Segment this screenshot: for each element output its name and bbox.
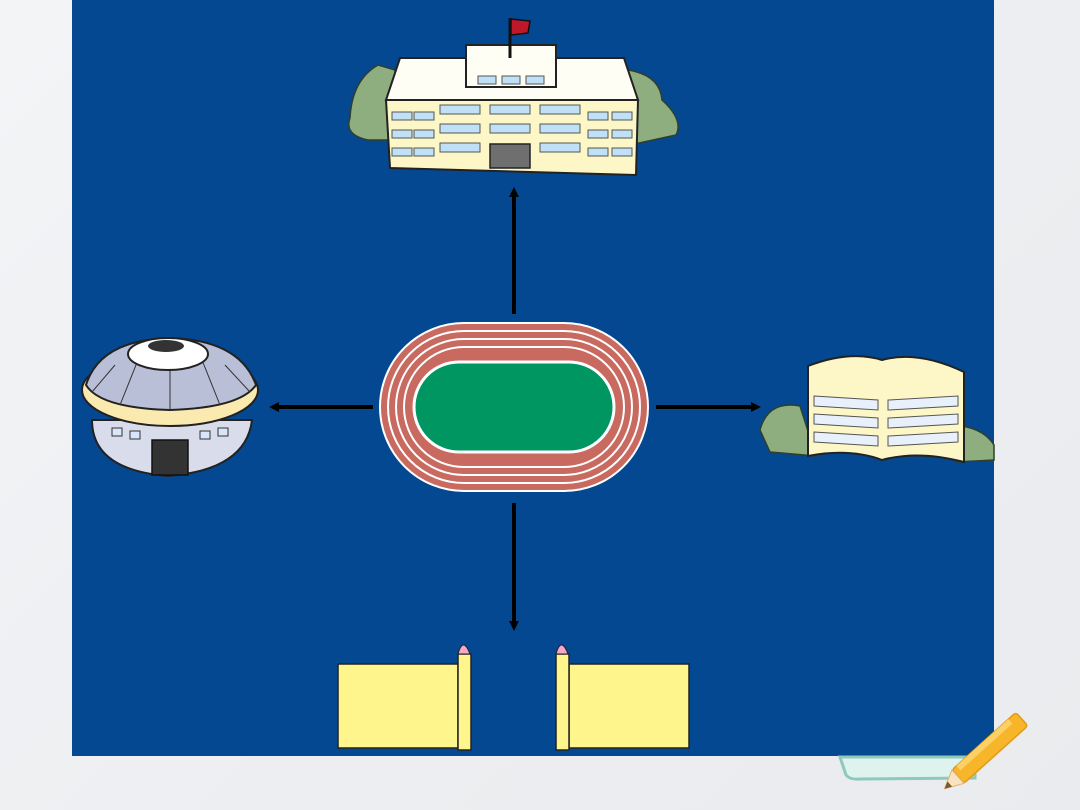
running-track-icon — [379, 322, 649, 492]
stadium-icon — [81, 336, 259, 478]
pencil-icon — [837, 712, 1028, 790]
arrows — [269, 187, 761, 631]
school-gate-icon — [337, 644, 690, 751]
teaching-building-icon — [348, 18, 679, 177]
dormitory-building-icon — [759, 355, 995, 464]
